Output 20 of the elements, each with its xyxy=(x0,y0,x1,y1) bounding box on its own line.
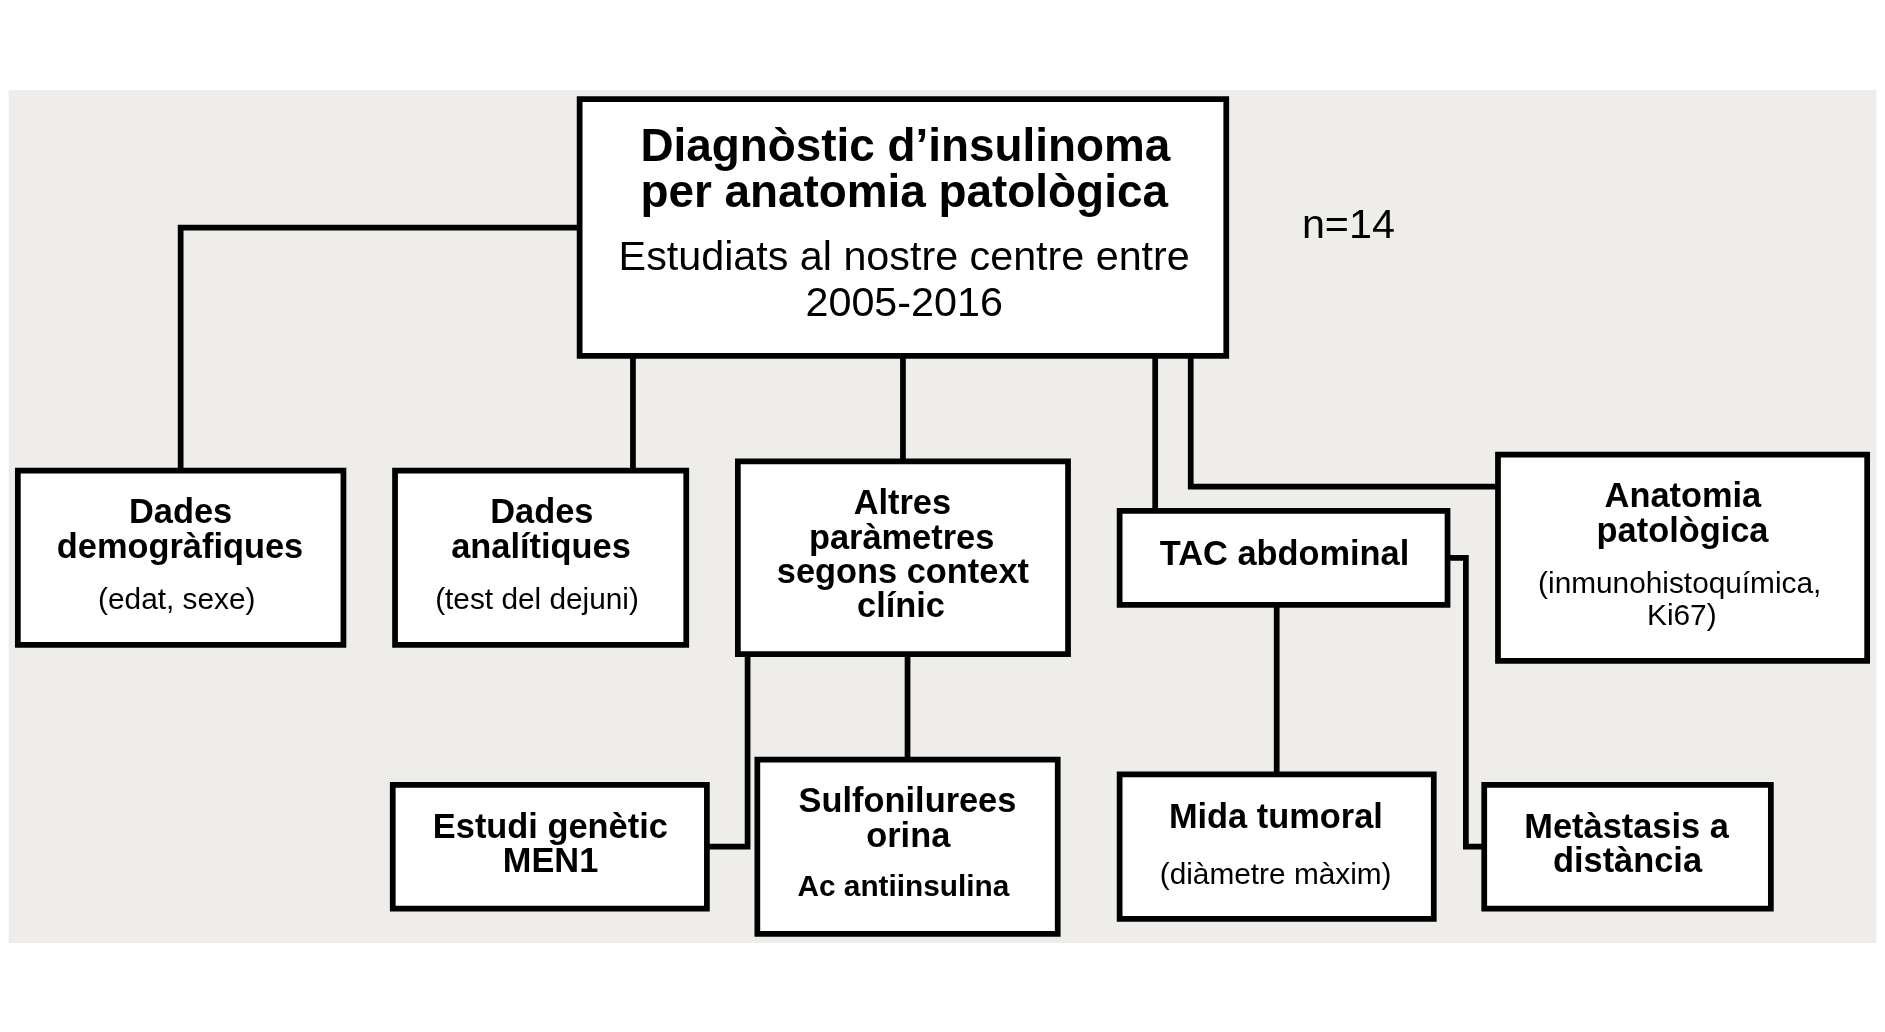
node-box: Mida tumoral (diàmetre màxim) xyxy=(1116,771,1437,922)
connector xyxy=(904,654,911,759)
node-box: Estudi genètic MEN1 xyxy=(389,781,710,911)
connector xyxy=(1273,604,1280,774)
node-box: Dades analítiques (test del dejuni) xyxy=(392,467,690,648)
node-box: Metàstasis a distància xyxy=(1481,781,1774,911)
node-box: Dades demogràfiques (edat, sexe) xyxy=(14,467,347,648)
connector xyxy=(1187,355,1498,490)
node-box: Anatomia patològica (inmunohistoquímica, Ki67) xyxy=(1495,451,1871,664)
connector xyxy=(1152,355,1159,511)
connector xyxy=(177,224,579,470)
connector xyxy=(900,355,906,461)
connector xyxy=(630,355,636,470)
connector xyxy=(707,654,751,850)
node-box: TAC abdominal xyxy=(1116,507,1451,608)
node-box: Sulfonilurees orina Ac antiinsulina xyxy=(754,756,1061,937)
node-box: Diagnòstic d’insulinoma per anatomia patològica Estudiats al nostre centre entre 2005-2016 xyxy=(576,95,1230,359)
node-label: n=14 xyxy=(1301,200,1395,247)
node-box: Altres paràmetres segons context clínic xyxy=(735,458,1071,657)
connector xyxy=(1447,554,1484,850)
